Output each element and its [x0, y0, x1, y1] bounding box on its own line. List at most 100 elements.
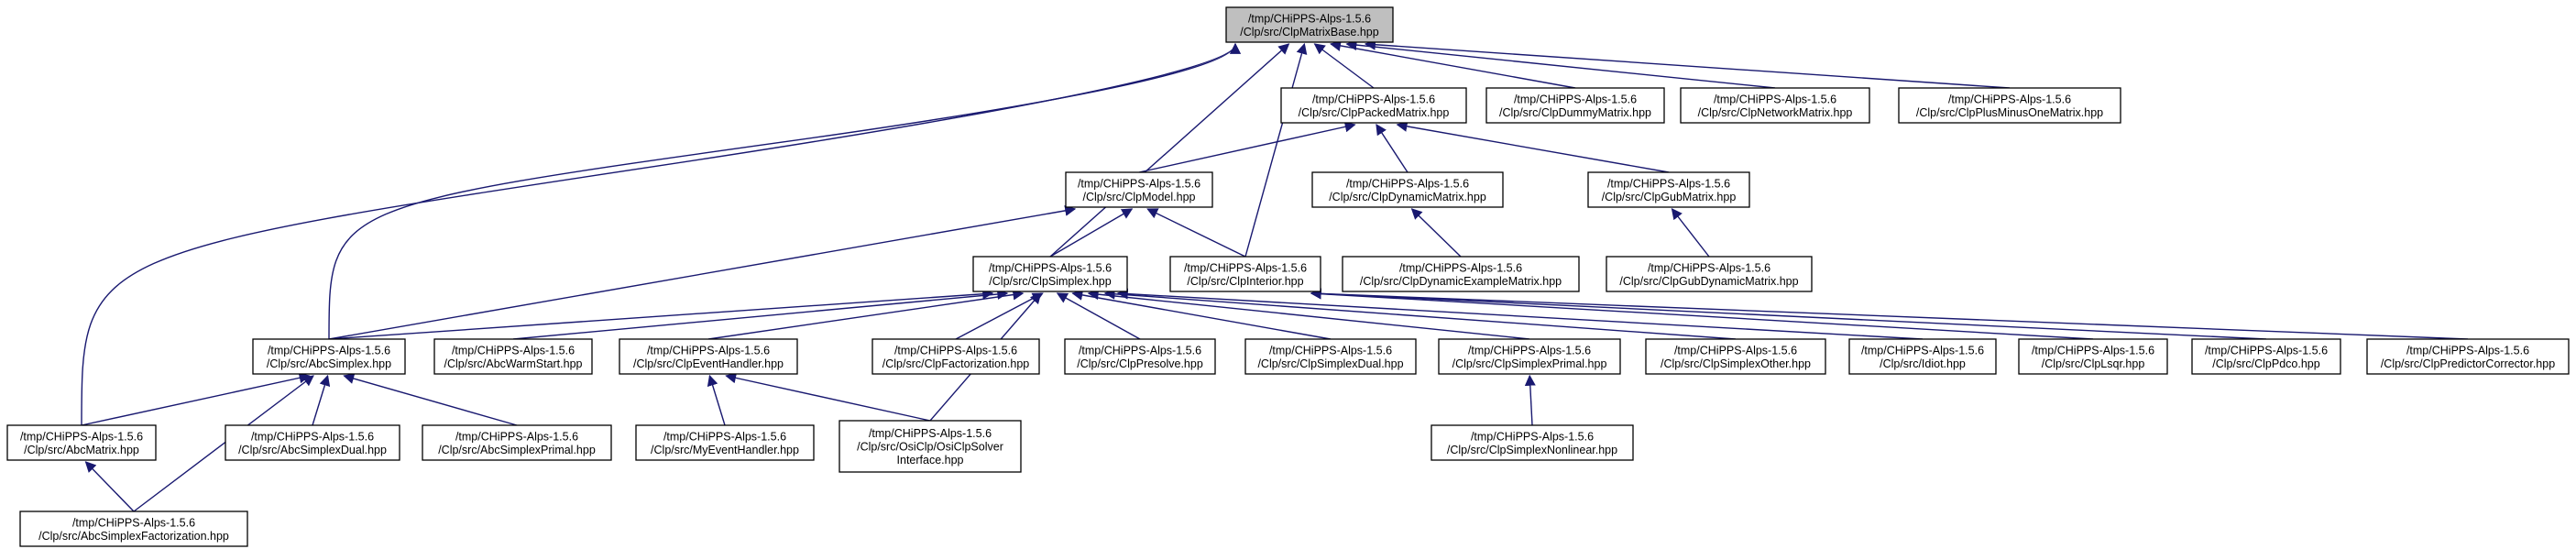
- node-label-line: /tmp/CHiPPS-Alps-1.5.6: [268, 344, 390, 357]
- edge-myeventhandler-to-clpeventhandler: [707, 374, 726, 426]
- node-label-line: /tmp/CHiPPS-Alps-1.5.6: [20, 430, 143, 443]
- edge-abcsimplex-to-clpmatrixbase: [328, 42, 1241, 340]
- edge-abcsimplexfactorization-to-abcmatrix: [84, 461, 135, 512]
- node-idiot[interactable]: /tmp/CHiPPS-Alps-1.5.6/Clp/src/Idiot.hpp: [1848, 338, 1997, 375]
- edge-clpgubmatrix-to-clppackedmatrix: [1396, 120, 1670, 173]
- node-clpsimplexprimal[interactable]: /tmp/CHiPPS-Alps-1.5.6/Clp/src/ClpSimple…: [1438, 338, 1621, 375]
- node-label-line: /Clp/src/MyEventHandler.hpp: [651, 444, 799, 456]
- node-clpdynamicexamplematrix[interactable]: /tmp/CHiPPS-Alps-1.5.6/Clp/src/ClpDynami…: [1342, 256, 1580, 292]
- node-box: [1244, 338, 1417, 375]
- dependency-edges: [81, 38, 2469, 512]
- node-box: [1311, 171, 1504, 208]
- node-clpgubmatrix[interactable]: /tmp/CHiPPS-Alps-1.5.6/Clp/src/ClpGubMat…: [1587, 171, 1750, 208]
- node-label-line: /tmp/CHiPPS-Alps-1.5.6: [663, 430, 786, 443]
- node-label-line: /tmp/CHiPPS-Alps-1.5.6: [869, 427, 992, 440]
- node-clppdco[interactable]: /tmp/CHiPPS-Alps-1.5.6/Clp/src/ClpPdco.h…: [2191, 338, 2341, 375]
- node-abcmatrix[interactable]: /tmp/CHiPPS-Alps-1.5.6/Clp/src/AbcMatrix…: [6, 424, 157, 461]
- node-osiclpsolverinterface[interactable]: /tmp/CHiPPS-Alps-1.5.6/Clp/src/OsiClp/Os…: [839, 420, 1022, 473]
- edge-clpsimplexnonlinear-to-clpsimplexprimal: [1524, 374, 1536, 426]
- node-clpdummymatrix[interactable]: /tmp/CHiPPS-Alps-1.5.6/Clp/src/ClpDummyM…: [1485, 87, 1665, 124]
- node-box: [1169, 256, 1321, 292]
- edge-clpdynamicexamplematrix-to-clpdynamicmatrix: [1410, 208, 1462, 258]
- node-box: [1587, 171, 1750, 208]
- node-clpsimplex[interactable]: /tmp/CHiPPS-Alps-1.5.6/Clp/src/ClpSimple…: [972, 256, 1128, 292]
- edge-clplsqr-to-clpinterior: [1310, 288, 2094, 340]
- node-abcsimplex[interactable]: /tmp/CHiPPS-Alps-1.5.6/Clp/src/AbcSimple…: [252, 338, 406, 375]
- node-label-line: /Clp/src/AbcSimplexDual.hpp: [238, 444, 387, 456]
- edge-abcwarmstart-to-clpsimplex: [512, 289, 1009, 340]
- node-label-line: /tmp/CHiPPS-Alps-1.5.6: [1471, 430, 1594, 443]
- edge-abcmatrix-to-clpmatrixbase: [81, 42, 1241, 426]
- node-label-line: /tmp/CHiPPS-Alps-1.5.6: [1269, 344, 1392, 357]
- node-label-line: /tmp/CHiPPS-Alps-1.5.6: [989, 261, 1112, 274]
- edge-clppdco-to-clpinterior: [1310, 288, 2267, 340]
- node-clpsimplexdual[interactable]: /tmp/CHiPPS-Alps-1.5.6/Clp/src/ClpSimple…: [1244, 338, 1417, 375]
- edge-clpinterior-to-clpmodel: [1146, 208, 1246, 258]
- node-label-line: /Clp/src/ClpPredictorCorrector.hpp: [2381, 357, 2555, 370]
- edge-clpgubdynamicmatrix-to-clpgubmatrix: [1671, 208, 1710, 258]
- node-box: [1280, 87, 1467, 124]
- node-label-line: /Clp/src/ClpModel.hpp: [1083, 191, 1196, 203]
- edge-clpsimplex-to-clpmatrixbase: [1049, 43, 1290, 258]
- node-clppackedmatrix[interactable]: /tmp/CHiPPS-Alps-1.5.6/Clp/src/ClpPacked…: [1280, 87, 1467, 124]
- edge-clpeventhandler-to-clpsimplex: [707, 289, 1025, 340]
- node-label-line: /tmp/CHiPPS-Alps-1.5.6: [1514, 93, 1637, 105]
- node-label-line: /Clp/src/ClpInterior.hpp: [1187, 275, 1303, 288]
- node-label-line: /tmp/CHiPPS-Alps-1.5.6: [72, 516, 195, 529]
- node-box: [225, 424, 400, 461]
- edge-idiot-to-clpsimplex: [1116, 288, 1924, 340]
- node-clppredictorcorrector[interactable]: /tmp/CHiPPS-Alps-1.5.6/Clp/src/ClpPredic…: [2366, 338, 2570, 375]
- node-label-line: /Clp/src/ClpGubDynamicMatrix.hpp: [1619, 275, 1798, 288]
- node-box: [2018, 338, 2168, 375]
- node-label-line: /Clp/src/ClpGubMatrix.hpp: [1602, 191, 1737, 203]
- node-box: [635, 424, 815, 461]
- node-clpeventhandler[interactable]: /tmp/CHiPPS-Alps-1.5.6/Clp/src/ClpEventH…: [619, 338, 798, 375]
- node-label-line: /tmp/CHiPPS-Alps-1.5.6: [1312, 93, 1435, 105]
- edge-clpinterior-to-clpmatrixbase: [1244, 42, 1308, 258]
- node-abcsimplexdual[interactable]: /tmp/CHiPPS-Alps-1.5.6/Clp/src/AbcSimple…: [225, 424, 400, 461]
- node-label-line: /Clp/src/AbcSimplex.hpp: [267, 357, 391, 370]
- node-clpplusminusonematrix[interactable]: /tmp/CHiPPS-Alps-1.5.6/Clp/src/ClpPlusMi…: [1898, 87, 2121, 124]
- node-label-line: /tmp/CHiPPS-Alps-1.5.6: [1714, 93, 1836, 105]
- node-box: [1342, 256, 1580, 292]
- edge-abcmatrix-to-abcsimplex: [81, 372, 311, 426]
- edge-clpmodel-to-clppackedmatrix: [1138, 121, 1356, 173]
- node-clpinterior[interactable]: /tmp/CHiPPS-Alps-1.5.6/Clp/src/ClpInteri…: [1169, 256, 1321, 292]
- edge-abcsimplex-to-clpsimplex: [328, 288, 994, 340]
- node-box: [1485, 87, 1665, 124]
- node-clpnetworkmatrix[interactable]: /tmp/CHiPPS-Alps-1.5.6/Clp/src/ClpNetwor…: [1680, 87, 1870, 124]
- node-label-line: /Clp/src/ClpLsqr.hpp: [2042, 357, 2145, 370]
- node-clpmatrixbase[interactable]: /tmp/CHiPPS-Alps-1.5.6/Clp/src/ClpMatrix…: [1225, 6, 1394, 43]
- node-clplsqr[interactable]: /tmp/CHiPPS-Alps-1.5.6/Clp/src/ClpLsqr.h…: [2018, 338, 2168, 375]
- node-clpsimplexnonlinear[interactable]: /tmp/CHiPPS-Alps-1.5.6/Clp/src/ClpSimple…: [1431, 424, 1634, 461]
- node-label-line: /Clp/src/AbcMatrix.hpp: [24, 444, 139, 456]
- node-clpmodel[interactable]: /tmp/CHiPPS-Alps-1.5.6/Clp/src/ClpModel.…: [1065, 171, 1213, 208]
- node-clpdynamicmatrix[interactable]: /tmp/CHiPPS-Alps-1.5.6/Clp/src/ClpDynami…: [1311, 171, 1504, 208]
- node-box: [2366, 338, 2570, 375]
- node-label-line: /Clp/src/AbcSimplexFactorization.hpp: [38, 530, 229, 543]
- node-myeventhandler[interactable]: /tmp/CHiPPS-Alps-1.5.6/Clp/src/MyEventHa…: [635, 424, 815, 461]
- node-label-line: /tmp/CHiPPS-Alps-1.5.6: [1468, 344, 1591, 357]
- node-box: [619, 338, 798, 375]
- node-box: [6, 424, 157, 461]
- node-box: [1438, 338, 1621, 375]
- node-box: [1645, 338, 1826, 375]
- edge-clpsimplexdual-to-clpsimplex: [1071, 289, 1332, 340]
- node-clppresolve[interactable]: /tmp/CHiPPS-Alps-1.5.6/Clp/src/ClpPresol…: [1064, 338, 1216, 375]
- node-clpgubdynamicmatrix[interactable]: /tmp/CHiPPS-Alps-1.5.6/Clp/src/ClpGubDyn…: [1606, 256, 1813, 292]
- node-label-line: /Clp/src/ClpPresolve.hpp: [1077, 357, 1203, 370]
- node-box: [2191, 338, 2341, 375]
- node-abcsimplexprimal[interactable]: /tmp/CHiPPS-Alps-1.5.6/Clp/src/AbcSimple…: [422, 424, 612, 461]
- node-clpfactorization[interactable]: /tmp/CHiPPS-Alps-1.5.6/Clp/src/ClpFactor…: [871, 338, 1040, 375]
- node-label-line: /Clp/src/AbcSimplexPrimal.hpp: [438, 444, 596, 456]
- node-box: [1065, 171, 1213, 208]
- edge-abcsimplexfactorization-to-abcsimplex: [133, 375, 314, 512]
- node-abcwarmstart[interactable]: /tmp/CHiPPS-Alps-1.5.6/Clp/src/AbcWarmSt…: [433, 338, 593, 375]
- edge-abcsimplex-to-clpmodel: [328, 204, 1077, 340]
- node-box: [1680, 87, 1870, 124]
- node-label-line: /tmp/CHiPPS-Alps-1.5.6: [251, 430, 374, 443]
- node-abcsimplexfactorization[interactable]: /tmp/CHiPPS-Alps-1.5.6/Clp/src/AbcSimple…: [19, 511, 248, 547]
- node-clpsimplexother[interactable]: /tmp/CHiPPS-Alps-1.5.6/Clp/src/ClpSimple…: [1645, 338, 1826, 375]
- node-box: [1848, 338, 1997, 375]
